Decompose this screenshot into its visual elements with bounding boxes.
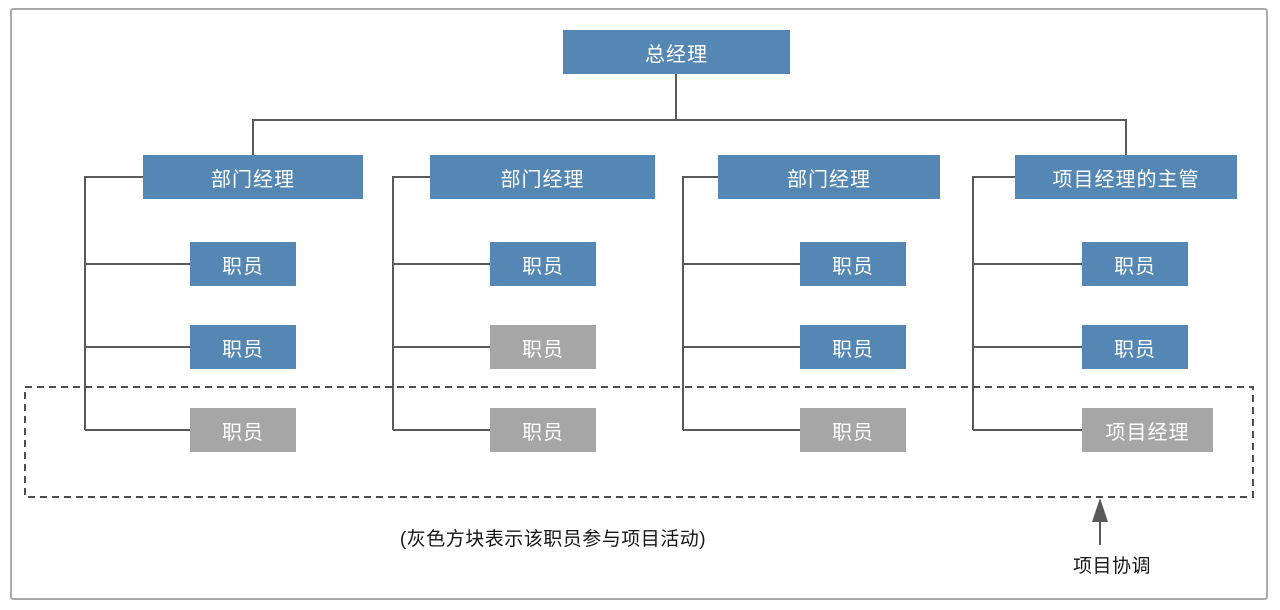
gray-box-legend-caption: (灰色方块表示该职员参与项目活动) [399,529,707,550]
column2-spine-line [392,176,490,431]
manager-box-1: 部门经理 [143,155,363,199]
box-label: 职员 [222,338,264,361]
box-label: 职员 [1114,255,1156,278]
box-label: 项目经理 [1105,421,1190,444]
box-label: 职员 [222,421,264,444]
column4-spine-line [972,176,1082,431]
manager-bus-line [252,119,1127,155]
box-label: 职员 [222,255,264,278]
manager-box-3: 部门经理 [718,155,940,199]
staff-box: 职员 [1082,242,1188,286]
box-label: 职员 [522,255,564,278]
staff-box: 职员 [490,242,596,286]
manager-box-project-supervisor: 项目经理的主管 [1015,155,1237,199]
box-label: 职员 [522,421,564,444]
staff-box-project-participant: 职员 [800,408,906,452]
staff-box: 职员 [800,242,906,286]
box-label: 部门经理 [211,168,295,191]
staff-box: 职员 [190,242,296,286]
box-label: 总经理 [645,43,708,66]
staff-box-project-participant: 职员 [490,408,596,452]
box-label: 职员 [832,338,874,361]
staff-box: 职员 [190,325,296,369]
manager-box-2: 部门经理 [430,155,655,199]
figure-border [10,8,1268,600]
box-label: 职员 [522,338,564,361]
arrow-up-icon [1092,498,1108,545]
box-label: 部门经理 [500,168,585,191]
root-box-general-manager: 总经理 [563,30,790,74]
box-label: 职员 [832,255,874,278]
staff-box: 职员 [800,325,906,369]
project-manager-box: 项目经理 [1082,408,1213,452]
column1-spine-line [84,176,190,431]
column3-spine-line [682,176,800,431]
staff-box: 职员 [1082,325,1188,369]
box-label: 职员 [1114,338,1156,361]
project-coordination-label: 项目协调 [1072,556,1151,577]
box-label: 项目经理的主管 [1052,168,1200,191]
dashed-project-boundary [24,386,1254,498]
box-label: 职员 [832,421,874,444]
box-label: 部门经理 [787,168,871,191]
staff-box-project-participant: 职员 [490,325,596,369]
staff-box-project-participant: 职员 [190,408,296,452]
